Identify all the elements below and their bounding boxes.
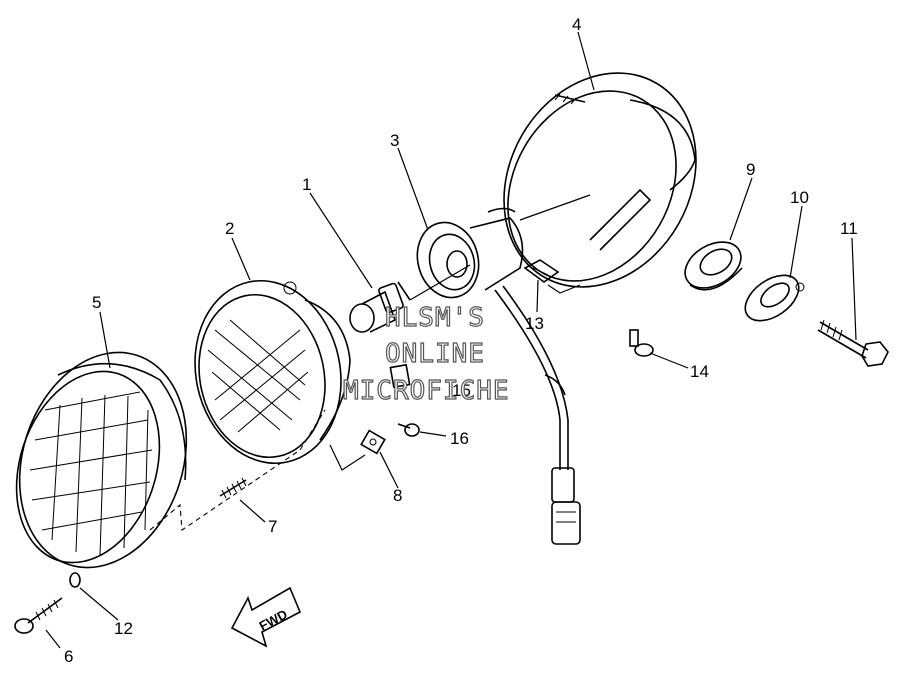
watermark-line-1: HLSM'S: [385, 303, 485, 333]
fwd-direction-arrow: FWD: [230, 586, 302, 648]
wire-harness-connector: [494, 285, 581, 545]
part-2-headlight-lens-unit: [194, 279, 351, 465]
callout-13: 13: [525, 314, 544, 333]
callout-14: 14: [690, 362, 709, 381]
part-11-bolt: [817, 319, 889, 367]
part-3-socket-boot: [416, 207, 524, 299]
callout-16: 16: [450, 429, 469, 448]
callout-10: 10: [790, 188, 809, 207]
callout-12: 12: [114, 619, 133, 638]
watermark-line-2: ONLINE: [385, 339, 485, 369]
part-15-bracket: [389, 363, 411, 389]
callout-labels: 1 2 3 4 5 6 7 8 9 10 11 12 13 14 15 16: [64, 15, 858, 666]
part-16-screw: [397, 423, 420, 437]
part-6-screw: [14, 597, 63, 634]
callout-2: 2: [225, 219, 234, 238]
part-13-clip-nut: [523, 259, 560, 283]
part-10-cap: [744, 274, 805, 322]
part-5-headlight-guard: [15, 351, 188, 569]
part-8-nut: [360, 429, 386, 455]
watermark-line-3: MICROFICHE: [343, 376, 510, 406]
fwd-label: FWD: [257, 606, 290, 633]
callout-3: 3: [390, 131, 399, 150]
part-9-grommet: [684, 241, 743, 291]
callout-15: 15: [452, 381, 471, 400]
part-4-headlight-housing: [503, 72, 697, 288]
callout-1: 1: [302, 175, 311, 194]
part-1-bulb: [349, 281, 411, 333]
part-7-spring: [219, 477, 247, 499]
callout-5: 5: [92, 293, 101, 312]
leader-lines: [45, 31, 857, 649]
callout-6: 6: [64, 647, 73, 666]
callout-4: 4: [572, 15, 581, 34]
watermark: HLSM'S ONLINE MICROFICHE: [342, 302, 510, 406]
part-12-washer: [69, 572, 81, 588]
assembly-lines: [149, 194, 591, 531]
callout-9: 9: [746, 160, 755, 179]
part-14-screw: [629, 329, 654, 357]
callout-11: 11: [840, 219, 858, 238]
callout-8: 8: [393, 486, 402, 505]
callout-7: 7: [268, 517, 277, 536]
